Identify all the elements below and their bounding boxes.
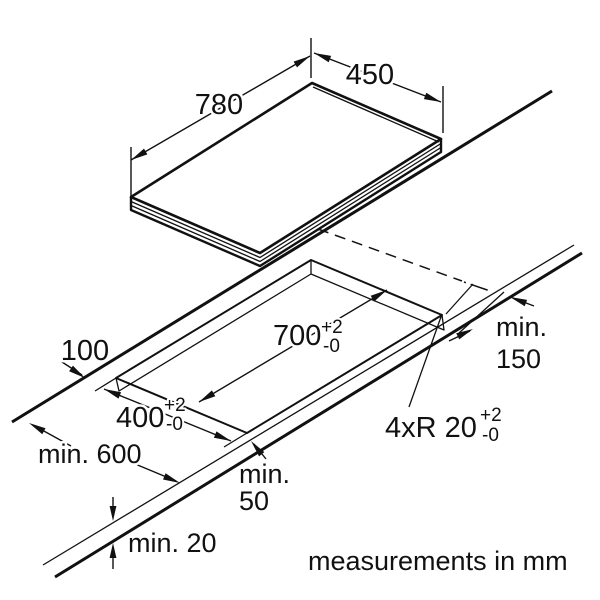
arrowhead bbox=[510, 297, 528, 307]
cutout-width-tol-plus: +2 bbox=[164, 395, 186, 416]
witness-left bbox=[94, 377, 117, 392]
dim-line-700 bbox=[198, 289, 388, 403]
dim-cutout-length bbox=[198, 289, 388, 403]
corner-radius-callout bbox=[408, 313, 443, 408]
worktop-back-edge bbox=[11, 89, 553, 424]
dim-rear-clearance bbox=[61, 361, 85, 378]
witness-bottom bbox=[223, 432, 248, 448]
corner-radius-tol-plus: +2 bbox=[480, 405, 502, 426]
arrowhead bbox=[109, 543, 117, 558]
arrowhead bbox=[104, 389, 122, 399]
front-clearance-label-value: 50 bbox=[239, 486, 269, 516]
hob-isometric bbox=[129, 81, 443, 268]
corner-radius-label: 4xR 20 bbox=[385, 412, 477, 444]
corner-radius-leader bbox=[408, 313, 443, 408]
cutout-length-label: 700 bbox=[273, 320, 321, 352]
arrowhead bbox=[131, 148, 148, 160]
hob-bottom-edge bbox=[129, 139, 443, 268]
arrowhead bbox=[69, 365, 85, 378]
projection-dashed-line bbox=[317, 228, 463, 282]
front-clearance-label-min: min. bbox=[239, 459, 290, 489]
projection-dashdot-line bbox=[463, 281, 497, 294]
dim-line-450 bbox=[313, 52, 442, 103]
arrowhead bbox=[213, 431, 231, 441]
cutout-inner-wall bbox=[115, 260, 445, 392]
dim-hob-width bbox=[130, 38, 312, 199]
cutout-length-tol-minus: -0 bbox=[323, 336, 340, 357]
cutout-length-tol-plus: +2 bbox=[321, 317, 343, 338]
hob-top-face bbox=[129, 81, 443, 255]
worktop-depth-label: min. 600 bbox=[38, 439, 142, 469]
side-clearance-label-value: 150 bbox=[496, 344, 541, 374]
projection-lines bbox=[317, 228, 505, 334]
arrowhead bbox=[456, 329, 473, 340]
corner-radius-tol-minus: -0 bbox=[482, 425, 499, 446]
worktop-front-bottom-edge bbox=[54, 251, 583, 579]
arrowhead bbox=[293, 56, 310, 68]
worktop-thickness-label: min. 20 bbox=[128, 528, 217, 558]
arrowhead bbox=[199, 390, 216, 402]
rear-clearance-label: 100 bbox=[61, 335, 109, 367]
worktop-surface bbox=[11, 89, 583, 579]
units-note: measurements in mm bbox=[308, 546, 568, 576]
arrowhead bbox=[29, 423, 46, 435]
arrowhead bbox=[109, 506, 117, 521]
cutout-width-label: 400 bbox=[116, 402, 164, 434]
arrowhead bbox=[423, 92, 441, 102]
side-clearance-label-min: min. bbox=[496, 312, 547, 342]
dim-front-clearance bbox=[251, 441, 267, 460]
dim-cutout-width bbox=[94, 377, 248, 448]
dim-line-780 bbox=[130, 55, 311, 161]
dim-side-clearance bbox=[448, 297, 535, 342]
arrowhead bbox=[251, 441, 265, 457]
worktop-front-top-edge bbox=[42, 244, 575, 566]
dim-worktop-depth bbox=[29, 423, 180, 483]
dim-line-400 bbox=[103, 388, 232, 442]
hob-depth-label: 450 bbox=[346, 59, 394, 91]
dim-worktop-thickness bbox=[109, 497, 117, 569]
arrowhead bbox=[163, 473, 180, 483]
arrowhead bbox=[314, 53, 332, 63]
cutout-width-tol-minus: -0 bbox=[166, 414, 183, 435]
hob-edge-layers bbox=[130, 142, 442, 263]
dim-hob-depth bbox=[313, 52, 444, 133]
side-witness-line-1 bbox=[445, 283, 474, 315]
hob-top-bevel bbox=[312, 86, 440, 143]
arrowhead bbox=[370, 290, 387, 302]
side-witness-line-2 bbox=[458, 291, 505, 334]
hob-width-label: 780 bbox=[195, 89, 243, 121]
